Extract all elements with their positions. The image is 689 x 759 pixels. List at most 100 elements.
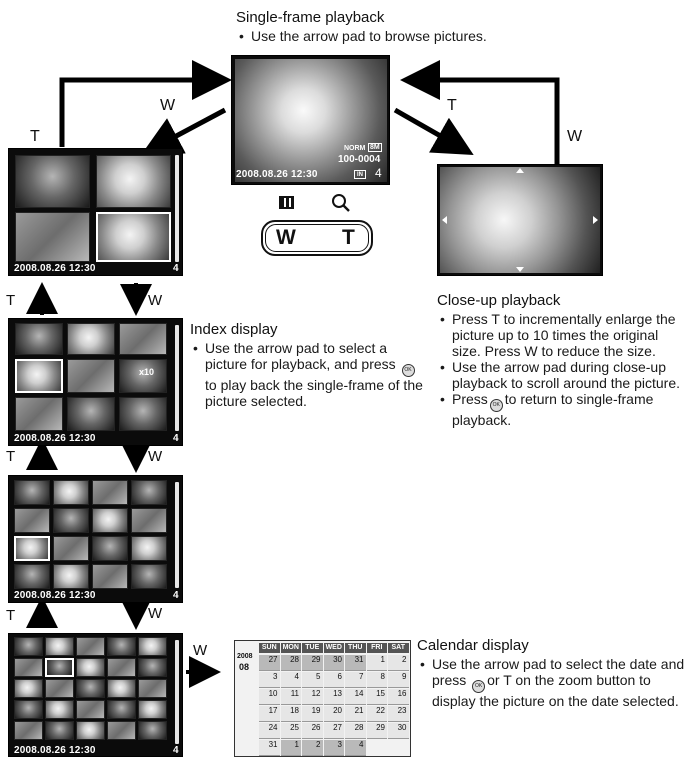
calendar-day[interactable]: 28 <box>280 655 301 671</box>
calendar-day[interactable]: 31 <box>345 655 366 671</box>
thumb[interactable] <box>107 700 136 719</box>
calendar-day[interactable]: 3 <box>259 672 280 688</box>
thumb[interactable] <box>138 679 167 698</box>
thumb[interactable] <box>76 721 105 740</box>
calendar-day[interactable]: 2 <box>302 740 323 756</box>
thumb[interactable] <box>76 679 105 698</box>
thumb[interactable] <box>14 637 43 656</box>
thumb[interactable] <box>92 480 128 505</box>
calendar-day[interactable]: 4 <box>345 740 366 756</box>
thumb[interactable] <box>14 564 50 589</box>
calendar-day[interactable]: 18 <box>280 706 301 722</box>
thumb[interactable] <box>14 508 50 533</box>
scrollbar[interactable] <box>175 640 179 744</box>
thumb[interactable] <box>45 700 74 719</box>
thumb[interactable] <box>138 658 167 677</box>
scrollbar[interactable] <box>175 155 179 262</box>
scrollbar[interactable] <box>175 325 179 431</box>
label-left-w: W <box>160 97 176 114</box>
calendar-day[interactable]: 30 <box>323 655 344 671</box>
thumb[interactable] <box>76 658 105 677</box>
calendar-day[interactable]: 20 <box>323 706 344 722</box>
calendar-day[interactable]: 31 <box>259 740 280 756</box>
calendar-day[interactable]: 17 <box>259 706 280 722</box>
calendar-day[interactable]: 22 <box>366 706 387 722</box>
calendar-month: 08 <box>239 662 250 672</box>
calendar-day[interactable]: 16 <box>388 689 409 705</box>
zoom-t-label[interactable]: T <box>342 226 355 249</box>
thumb[interactable] <box>76 700 105 719</box>
closeup-bullets: Press T to incrementally enlarge the pic… <box>438 311 688 428</box>
calendar-day[interactable]: 26 <box>302 723 323 739</box>
thumb-selected[interactable] <box>96 212 171 262</box>
calendar-day[interactable]: 6 <box>323 672 344 688</box>
thumb[interactable] <box>107 658 136 677</box>
thumb[interactable] <box>107 637 136 656</box>
thumb[interactable] <box>53 508 89 533</box>
index-screen-4up: 2008.08.26 12:30 4 <box>8 148 183 276</box>
thumb[interactable] <box>92 508 128 533</box>
scroll-down-icon <box>516 267 524 272</box>
thumb[interactable] <box>138 700 167 719</box>
calendar-day[interactable]: 27 <box>259 655 280 671</box>
thumb[interactable] <box>14 658 43 677</box>
thumb-selected[interactable] <box>45 658 74 677</box>
thumb-selected[interactable] <box>14 536 50 561</box>
calendar-day[interactable]: 5 <box>302 672 323 688</box>
thumb[interactable] <box>53 536 89 561</box>
calendar-day[interactable]: 11 <box>280 689 301 705</box>
calendar-day[interactable]: 4 <box>280 672 301 688</box>
thumb[interactable] <box>45 637 74 656</box>
thumb[interactable] <box>53 480 89 505</box>
thumb[interactable] <box>131 564 167 589</box>
calendar-day[interactable]: 27 <box>323 723 344 739</box>
thumb[interactable] <box>138 637 167 656</box>
calendar-day[interactable]: 14 <box>345 689 366 705</box>
calendar-day[interactable]: 13 <box>323 689 344 705</box>
zoom-button-inner[interactable] <box>265 224 369 252</box>
thumb[interactable] <box>14 480 50 505</box>
thumb-selected[interactable] <box>15 359 63 393</box>
calendar-day[interactable]: 2 <box>388 655 409 671</box>
thumb[interactable] <box>92 536 128 561</box>
thumb[interactable] <box>76 637 105 656</box>
thumb[interactable] <box>14 721 43 740</box>
thumb[interactable] <box>107 679 136 698</box>
calendar-day[interactable]: 28 <box>345 723 366 739</box>
thumb[interactable] <box>131 480 167 505</box>
calendar-day[interactable]: 15 <box>366 689 387 705</box>
calendar-day[interactable]: 9 <box>388 672 409 688</box>
calendar-day[interactable]: 30 <box>388 723 409 739</box>
thumb[interactable] <box>131 536 167 561</box>
thumb[interactable] <box>53 564 89 589</box>
calendar-day[interactable]: 29 <box>302 655 323 671</box>
calendar-day[interactable]: 12 <box>302 689 323 705</box>
calendar-day[interactable]: 19 <box>302 706 323 722</box>
thumb[interactable] <box>14 700 43 719</box>
thumb[interactable] <box>107 721 136 740</box>
thumb[interactable] <box>138 721 167 740</box>
calendar-day[interactable]: 8 <box>366 672 387 688</box>
thumb[interactable] <box>45 721 74 740</box>
calendar-day[interactable]: 3 <box>323 740 344 756</box>
scrollbar[interactable] <box>175 482 179 588</box>
zoom-w-label[interactable]: W <box>276 226 296 249</box>
in-memory-icon: IN <box>354 170 366 179</box>
calendar-day[interactable]: 1 <box>280 740 301 756</box>
thumb[interactable] <box>14 679 43 698</box>
calendar-day[interactable]: 7 <box>345 672 366 688</box>
thumb[interactable] <box>45 679 74 698</box>
thumb[interactable] <box>131 508 167 533</box>
thumb[interactable] <box>92 564 128 589</box>
calendar-day[interactable]: 1 <box>366 655 387 671</box>
calendar-day[interactable]: 24 <box>259 723 280 739</box>
calendar-day[interactable]: 25 <box>280 723 301 739</box>
calendar-day[interactable]: 21 <box>345 706 366 722</box>
calendar-day[interactable]: 10 <box>259 689 280 705</box>
step1-w-label: W <box>148 292 163 309</box>
arrow-right-w <box>400 60 560 164</box>
calendar-day[interactable]: 23 <box>388 706 409 722</box>
calendar-day[interactable]: 29 <box>366 723 387 739</box>
